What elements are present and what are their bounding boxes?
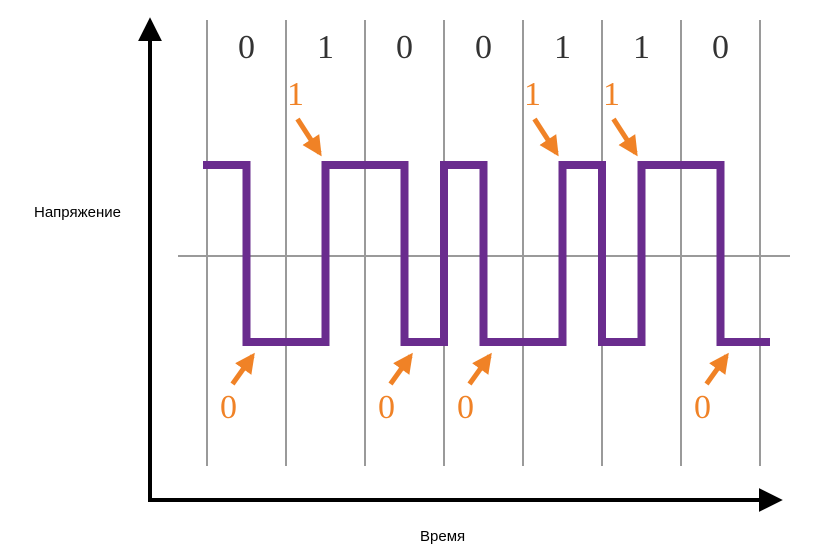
transition-arrow [467, 352, 492, 386]
transition-arrow [532, 117, 559, 157]
transition-arrow [611, 117, 638, 157]
transition-markers: 1 1 1 0 0 0 0 [220, 76, 729, 426]
transition-arrow [704, 352, 729, 386]
bit-label: 1 [554, 29, 571, 66]
bit-label: 0 [475, 29, 492, 66]
transition-marker: 1 [603, 76, 638, 157]
transition-marker: 0 [694, 352, 729, 426]
bit-labels: 0 1 0 0 1 1 0 [238, 29, 729, 66]
x-axis-label: Время [420, 528, 466, 545]
transition-label: 0 [220, 389, 237, 426]
transition-marker: 0 [378, 352, 413, 426]
transition-label: 0 [694, 389, 711, 426]
bit-label: 0 [712, 29, 729, 66]
transition-marker: 0 [220, 352, 255, 426]
transition-arrow [230, 352, 255, 386]
bit-label: 1 [633, 29, 650, 66]
transition-label: 1 [524, 76, 541, 113]
bit-label: 1 [317, 29, 334, 66]
transition-marker: 1 [287, 76, 322, 157]
bit-label: 0 [238, 29, 255, 66]
transition-arrow [388, 352, 413, 386]
transition-arrow [295, 117, 322, 157]
transition-label: 0 [378, 389, 395, 426]
transition-marker: 1 [524, 76, 559, 157]
transition-marker: 0 [457, 352, 492, 426]
y-axis-label: Напряжение [34, 204, 121, 221]
manchester-signal-line [203, 161, 770, 346]
transition-label: 1 [603, 76, 620, 113]
transition-label: 1 [287, 76, 304, 113]
transition-label: 0 [457, 389, 474, 426]
bit-label: 0 [396, 29, 413, 66]
